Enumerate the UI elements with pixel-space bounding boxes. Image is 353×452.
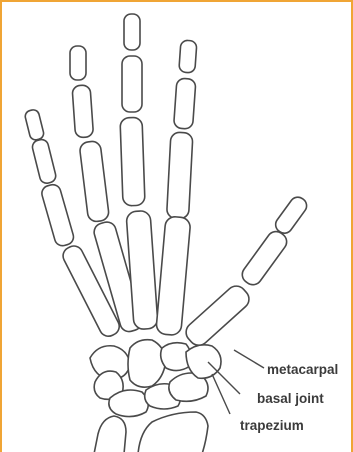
capitate-bone — [128, 340, 166, 387]
little-proximal-phalanx — [40, 183, 75, 248]
ring-distal-phalanx — [70, 46, 86, 80]
metacarpal-label: metacarpal — [267, 362, 338, 377]
thumb-proximal-phalanx — [239, 228, 290, 288]
index-proximal-phalanx — [166, 132, 192, 219]
index-distal-phalanx — [179, 40, 197, 73]
ulna-bone — [94, 416, 126, 452]
metacarpal-leader-line — [234, 350, 264, 368]
basal-joint-label: basal joint — [257, 391, 324, 406]
forearm-bones — [94, 412, 208, 452]
carpal-bones — [90, 340, 221, 417]
index-finger — [156, 40, 197, 336]
middle-distal-phalanx — [124, 14, 140, 50]
thumb-distal-phalanx — [272, 194, 309, 236]
ring-proximal-phalanx — [79, 140, 110, 222]
thumb-metacarpal-bone — [182, 282, 253, 349]
trapezium-label: trapezium — [240, 418, 304, 433]
middle-proximal-phalanx — [120, 117, 145, 206]
trapezium-leader-line — [212, 374, 230, 414]
triquetrum-bone — [109, 390, 148, 417]
thumb — [182, 194, 310, 349]
ring-middle-phalanx — [72, 85, 94, 138]
basal-joint-leader-line — [208, 362, 240, 394]
index-metacarpal-bone — [156, 216, 191, 336]
middle-middle-phalanx — [122, 56, 142, 112]
radius-bone — [138, 412, 208, 452]
little-distal-phalanx — [24, 109, 45, 141]
little-middle-phalanx — [31, 138, 57, 185]
index-middle-phalanx — [174, 78, 196, 129]
